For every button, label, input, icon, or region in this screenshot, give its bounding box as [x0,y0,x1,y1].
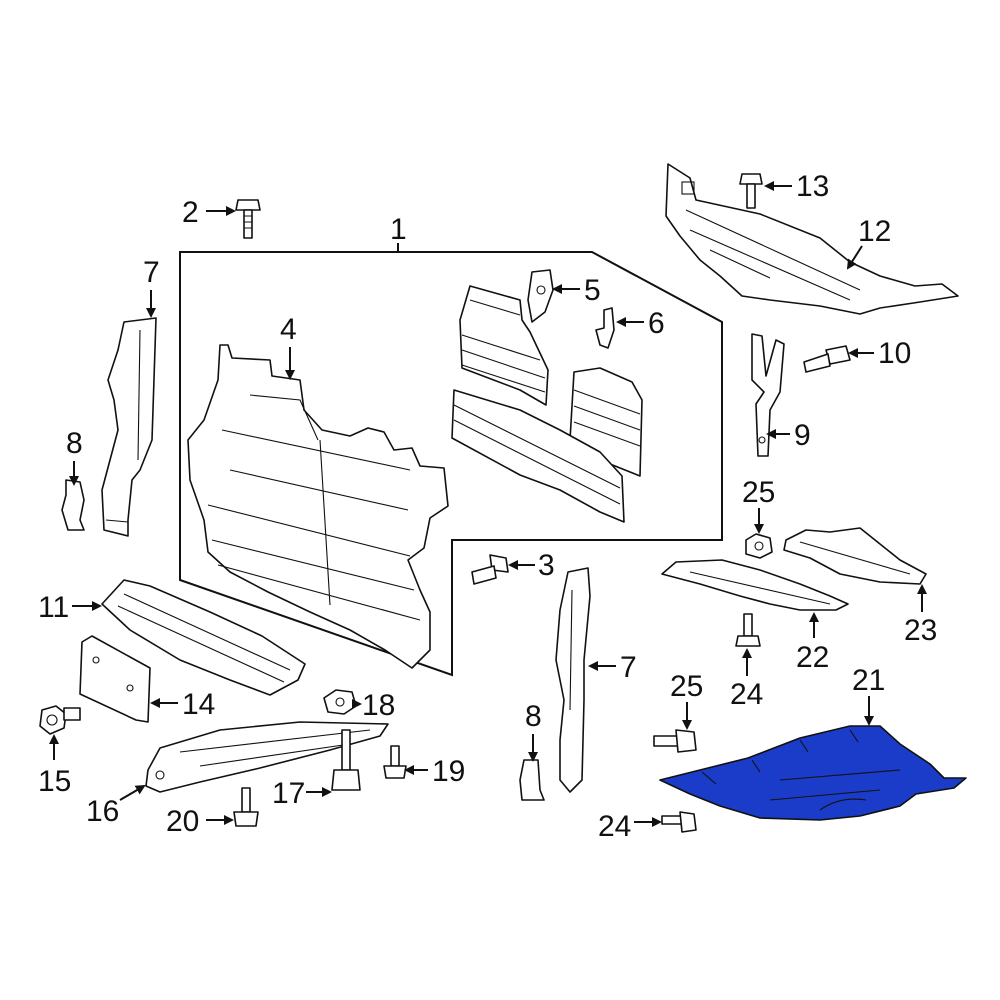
part-24-screw-lower[interactable] [661,811,697,833]
part-3-bolt[interactable] [471,554,509,585]
callout-18: 18 [362,689,395,722]
callouts: 1 2 3 4 5 6 7 7 8 8 9 10 11 12 13 14 15 [38,170,937,843]
part-5-bracket[interactable] [527,269,554,323]
leader-12 [846,245,863,270]
part-25-screw-lower[interactable] [653,729,697,753]
callout-7b: 7 [620,651,637,684]
callout-3: 3 [538,549,555,582]
part-21-splash-shield[interactable] [659,725,967,821]
part-13-bolt[interactable] [739,173,763,209]
callout-23: 23 [904,614,937,647]
callout-12: 12 [858,215,891,248]
callout-15: 15 [38,765,71,798]
part-19-push-clip[interactable] [383,745,407,779]
part-1-shutter-vanes-lower[interactable] [451,389,625,523]
part-23-shield[interactable] [783,527,927,585]
part-14-plate[interactable] [79,635,151,723]
callout-8b: 8 [525,700,542,733]
part-25-nut-upper[interactable] [745,533,773,559]
part-7-bracket-left[interactable] [101,317,157,537]
part-17-bolt[interactable] [331,729,361,791]
callout-16: 16 [86,795,119,828]
callout-5: 5 [584,274,601,307]
part-8-clip-right[interactable] [519,759,545,801]
callout-21: 21 [852,664,885,697]
callout-22: 22 [796,641,829,674]
part-1-shutter-vanes-upper[interactable] [459,285,549,406]
part-6-clip[interactable] [595,307,615,349]
callout-1: 1 [390,213,407,246]
callout-8a: 8 [66,427,83,460]
callout-11: 11 [38,591,69,624]
callout-4: 4 [280,313,297,346]
part-22-shield[interactable] [661,559,849,611]
callout-13: 13 [796,170,829,203]
part-20-push-clip[interactable] [233,787,259,827]
callout-9: 9 [794,419,811,452]
part-10-bolt[interactable] [803,345,851,373]
callout-14: 14 [182,688,215,721]
part-11-deflector[interactable] [101,579,306,696]
callout-17: 17 [272,777,305,810]
part-4-air-deflector[interactable] [187,344,449,669]
callout-20: 20 [166,805,199,838]
callout-10: 10 [878,337,911,370]
callout-2: 2 [182,196,199,229]
part-18-nut[interactable] [323,689,357,715]
part-7-bracket-right[interactable] [555,567,591,793]
callout-6: 6 [648,307,665,340]
part-9-bracket[interactable] [751,333,785,457]
part-2-bolt[interactable] [235,199,261,239]
callout-25b: 25 [670,670,703,703]
part-8-clip-left[interactable] [61,479,85,531]
callout-19: 19 [432,755,465,788]
part-16-lower-bracket[interactable] [145,721,389,793]
assembly-box [179,251,723,677]
part-12-top-cover[interactable] [665,163,959,315]
callout-24a: 24 [730,678,763,711]
part-15-push-pin[interactable] [39,705,81,735]
leader-16 [119,784,146,801]
callout-24b: 24 [598,810,631,843]
part-24-screw-upper[interactable] [735,613,761,647]
callout-25a: 25 [742,476,775,509]
callout-7a: 7 [143,256,160,289]
